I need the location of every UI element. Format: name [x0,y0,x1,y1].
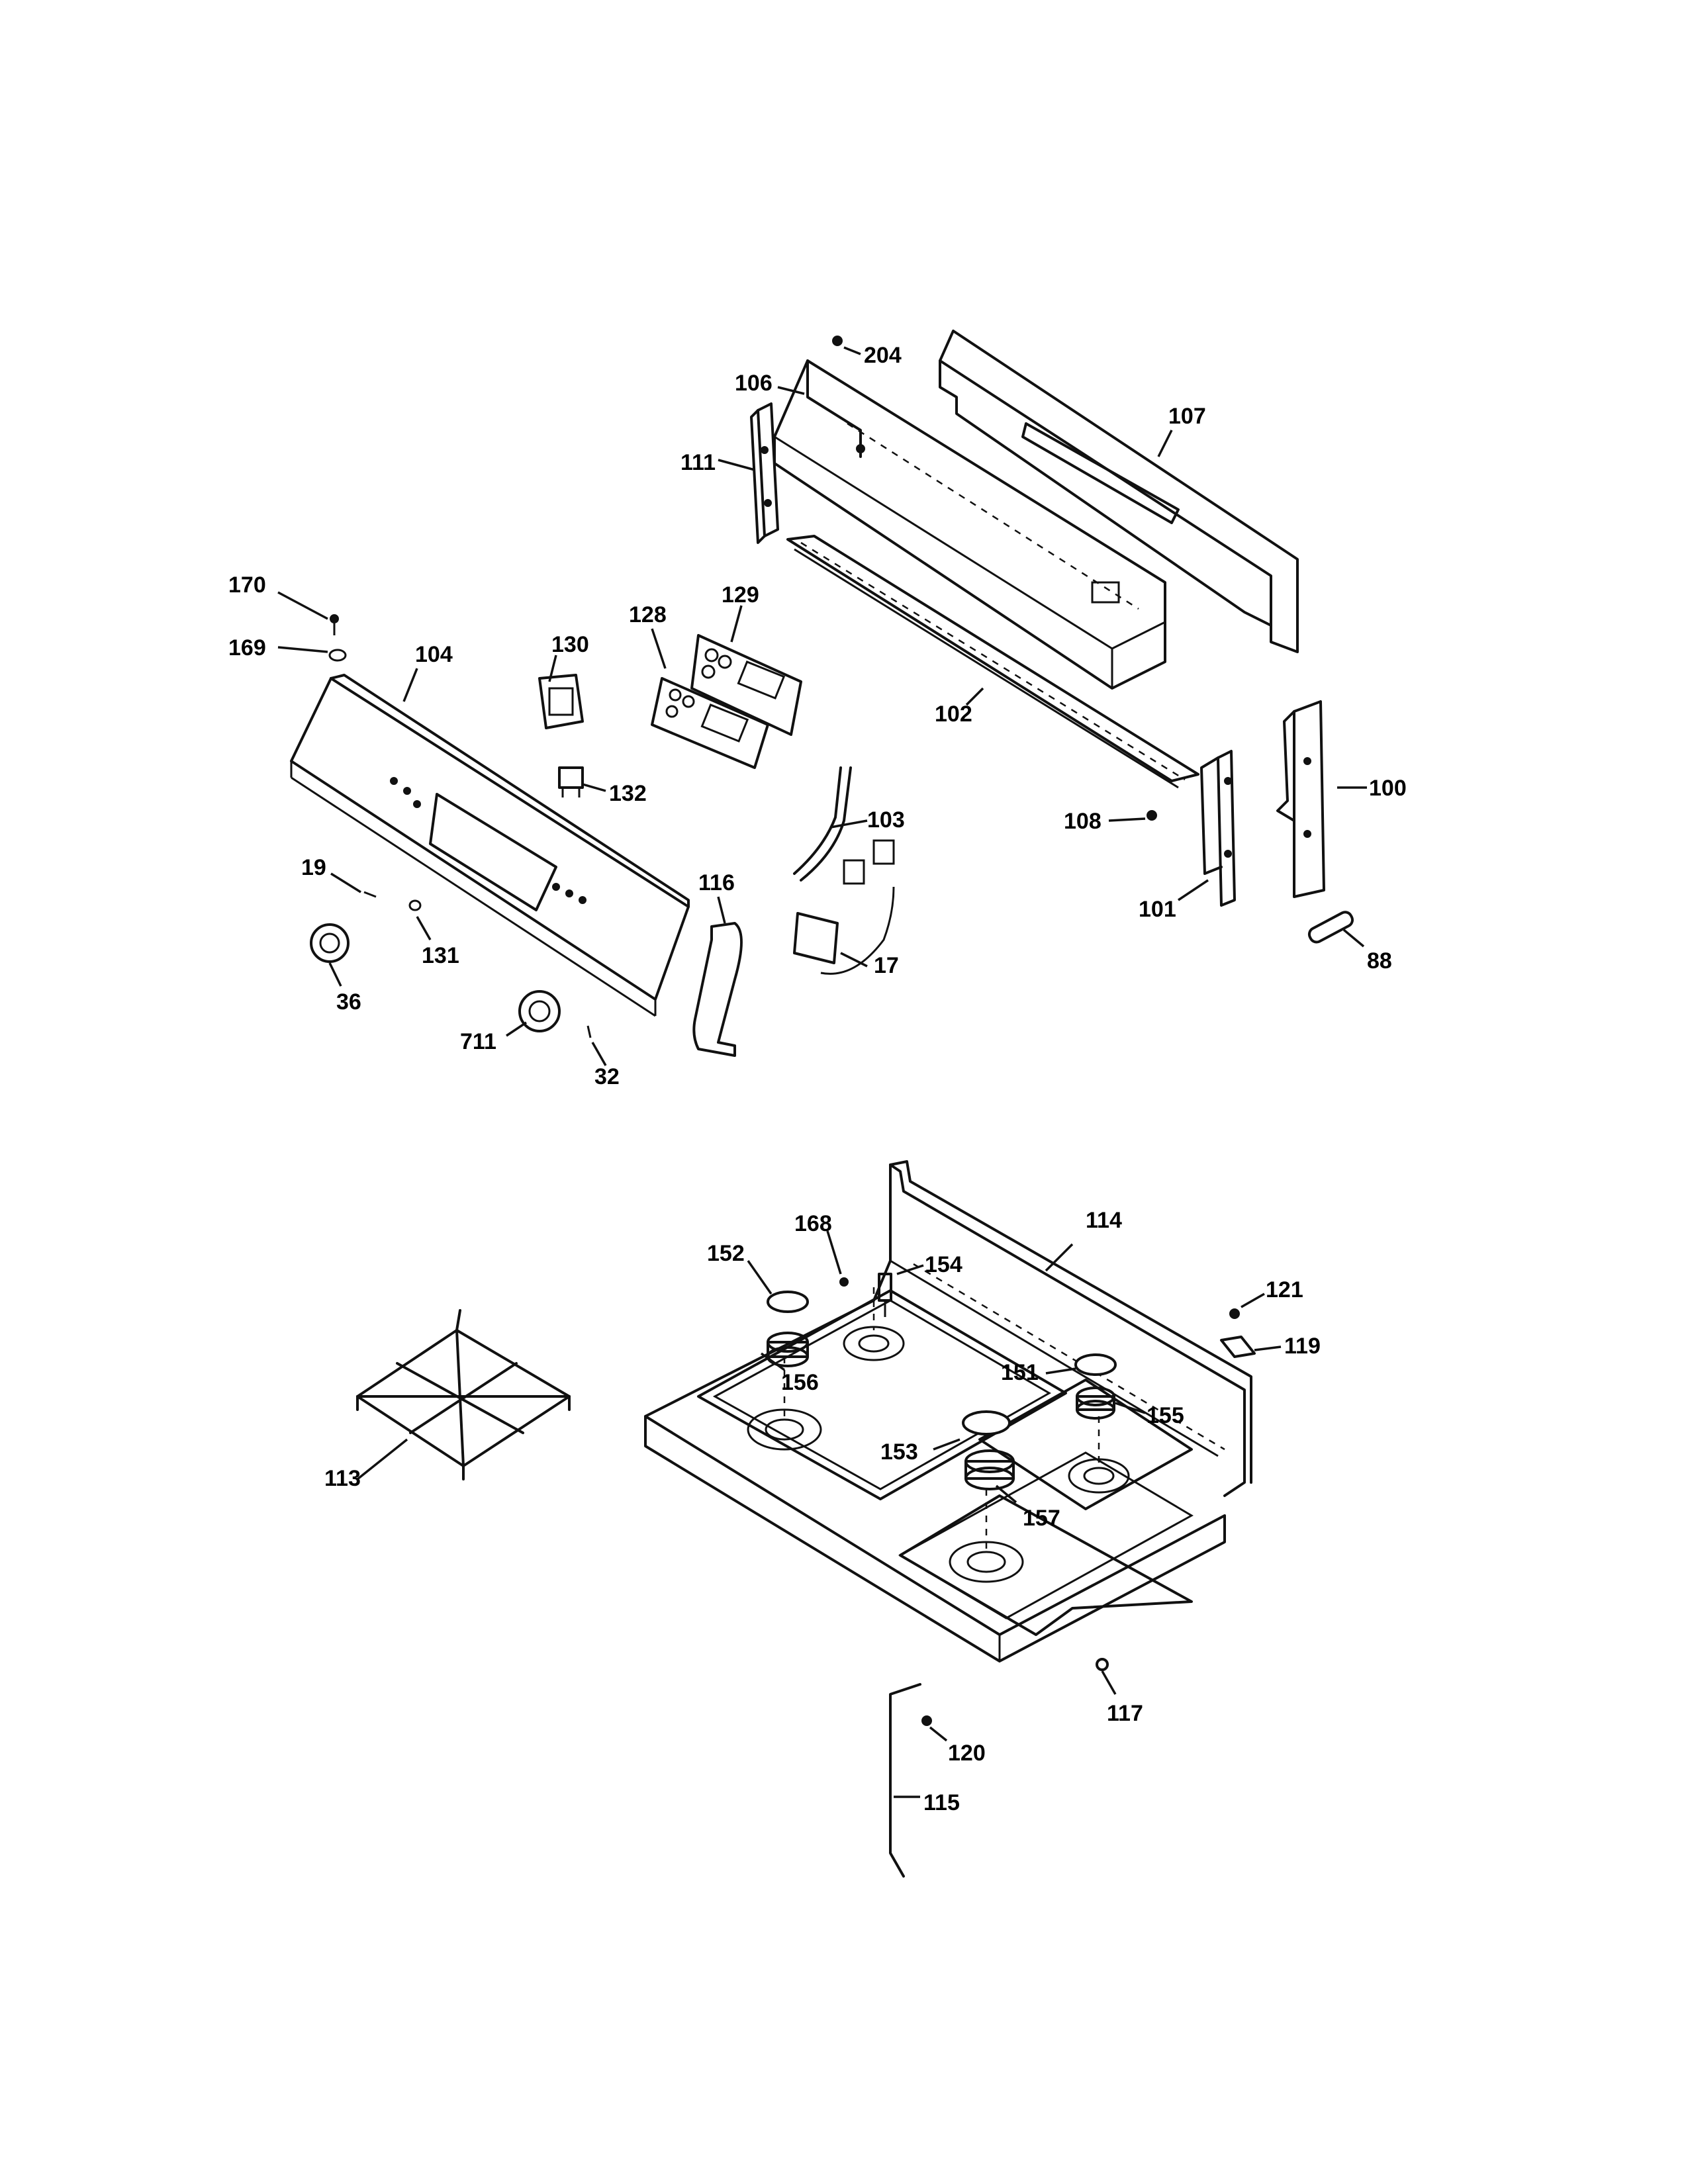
label-121: 121 [1266,1277,1303,1302]
part-103-bracket-inner [793,766,842,875]
label-204: 204 [864,343,902,368]
part-119-bracket [1220,1336,1256,1358]
part-155-burner-head [1076,1387,1115,1420]
label-115: 115 [923,1790,960,1815]
label-132: 132 [609,781,647,806]
part-32-screw [586,1025,592,1038]
label-152: 152 [707,1241,745,1266]
part-115-rod [889,1683,921,1878]
part-17-switch [793,839,895,975]
label-168: 168 [794,1211,832,1236]
part-104-control-panel [290,674,690,1017]
part-108-screw [1147,810,1157,821]
label-111: 111 [680,450,716,475]
leader-lines [277,346,1367,1798]
label-106: 106 [735,371,773,396]
part-151-cap [1074,1353,1117,1376]
part-101-bracket [1200,750,1236,907]
label-169: 169 [228,635,266,660]
part-711-knob [518,990,561,1032]
part-131-plug [408,899,422,911]
label-104: 104 [415,642,453,667]
part-128-overlay [651,677,769,769]
part-36-knob [310,923,350,963]
label-108: 108 [1064,809,1102,834]
label-116: 116 [698,870,735,895]
label-101: 101 [1139,897,1176,922]
label-170: 170 [228,572,266,598]
label-17: 17 [874,953,899,978]
label-129: 129 [722,582,759,608]
label-120: 120 [948,1741,986,1766]
label-156: 156 [781,1370,819,1395]
label-155: 155 [1147,1403,1184,1428]
label-88: 88 [1367,948,1392,974]
label-102: 102 [935,702,972,727]
part-114-cooktop [644,1160,1252,1662]
part-116-endcap [692,922,743,1057]
part-100-side-bracket [1276,700,1325,898]
label-157: 157 [1023,1506,1060,1531]
part-111-bracket [750,402,779,544]
label-32: 32 [594,1064,620,1089]
part-157-burner-head [964,1449,1015,1490]
label-154: 154 [925,1252,962,1277]
label-128: 128 [629,602,667,627]
part-107-cover [939,330,1299,653]
part-102-trim [786,535,1199,789]
part-19-screw [363,891,377,898]
part-117-nut [1096,1658,1109,1671]
label-100: 100 [1369,776,1407,801]
part-113-grate [356,1309,571,1480]
part-103-bracket [800,766,852,882]
label-119: 119 [1284,1334,1321,1359]
part-169-washer [328,649,347,662]
part-88-bumper [1307,911,1354,944]
label-117: 117 [1107,1701,1143,1726]
part-121-screw [1229,1308,1240,1319]
label-19: 19 [301,855,326,880]
label-103: 103 [867,807,905,833]
part-170-screw [330,614,339,623]
part-153-cap [962,1410,1011,1435]
part-152-cap [767,1291,809,1313]
part-132-switch [558,766,584,797]
part-129-control-board [690,634,802,736]
part-120-screw [921,1715,932,1726]
label-151: 151 [1001,1360,1039,1385]
label-153: 153 [880,1439,918,1465]
part-154-electrode [878,1273,892,1317]
part-106-rear-panel [773,359,1166,690]
label-114: 114 [1086,1208,1122,1233]
label-113: 113 [324,1466,361,1491]
label-131: 131 [422,943,459,968]
part-168-clip [839,1277,849,1287]
label-711: 711 [460,1029,496,1054]
label-130: 130 [551,632,589,657]
part-labels: 204 106 107 111 170 169 104 130 128 129 … [228,343,1407,1815]
label-107: 107 [1168,404,1206,429]
part-204-screw [832,336,843,346]
part-130-relay [538,674,584,729]
label-36: 36 [336,989,361,1015]
